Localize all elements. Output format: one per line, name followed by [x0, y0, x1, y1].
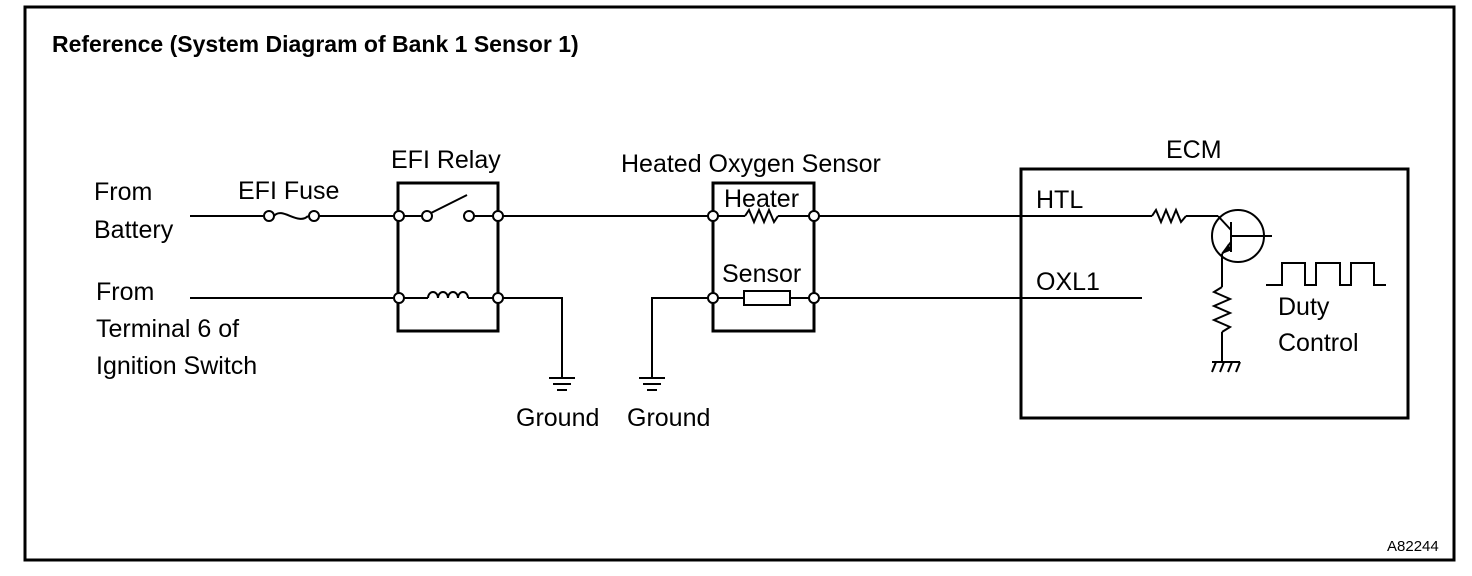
heated-oxygen-sensor-label: Heated Oxygen Sensor	[621, 150, 881, 178]
htl-label: HTL	[1036, 186, 1083, 214]
ground-icon	[1211, 361, 1241, 373]
figure-code: A82244	[1387, 538, 1439, 555]
from-ign-label-2: Terminal 6 of	[96, 315, 239, 343]
ground-label-2: Ground	[627, 404, 710, 432]
square-wave-icon	[1266, 262, 1386, 286]
ecm-box	[1019, 167, 1410, 420]
diagram-title: Reference (System Diagram of Bank 1 Sens…	[52, 31, 579, 57]
from-ign-label-1: From	[96, 278, 154, 306]
efi-fuse-label: EFI Fuse	[238, 177, 339, 205]
from-battery-label-1: From	[94, 178, 152, 206]
duty-control-label-2: Control	[1278, 329, 1359, 357]
ground-icon	[549, 377, 575, 391]
sensor-label: Sensor	[722, 260, 801, 288]
resistor-icon	[744, 207, 779, 225]
oxygen-sensor-box	[711, 181, 816, 333]
duty-control-label-1: Duty	[1278, 293, 1330, 321]
from-ign-label-3: Ignition Switch	[96, 352, 257, 380]
ecm-label: ECM	[1166, 136, 1222, 164]
from-battery-label-2: Battery	[94, 216, 174, 244]
transistor-icon	[1211, 209, 1272, 263]
efi-relay-label: EFI Relay	[391, 146, 501, 174]
heater-label: Heater	[724, 185, 799, 213]
efi-relay-box	[396, 181, 500, 333]
ground-label-1: Ground	[516, 404, 599, 432]
relay-switch-icon	[393, 194, 504, 222]
outer-frame	[23, 5, 1456, 562]
sensor-element-icon	[743, 290, 791, 306]
resistor-icon	[1151, 207, 1187, 225]
fuse-icon	[263, 210, 320, 222]
relay-coil-icon	[393, 291, 504, 304]
oxl1-label: OXL1	[1036, 268, 1100, 296]
ground-icon	[639, 377, 665, 391]
resistor-icon	[1211, 286, 1233, 333]
